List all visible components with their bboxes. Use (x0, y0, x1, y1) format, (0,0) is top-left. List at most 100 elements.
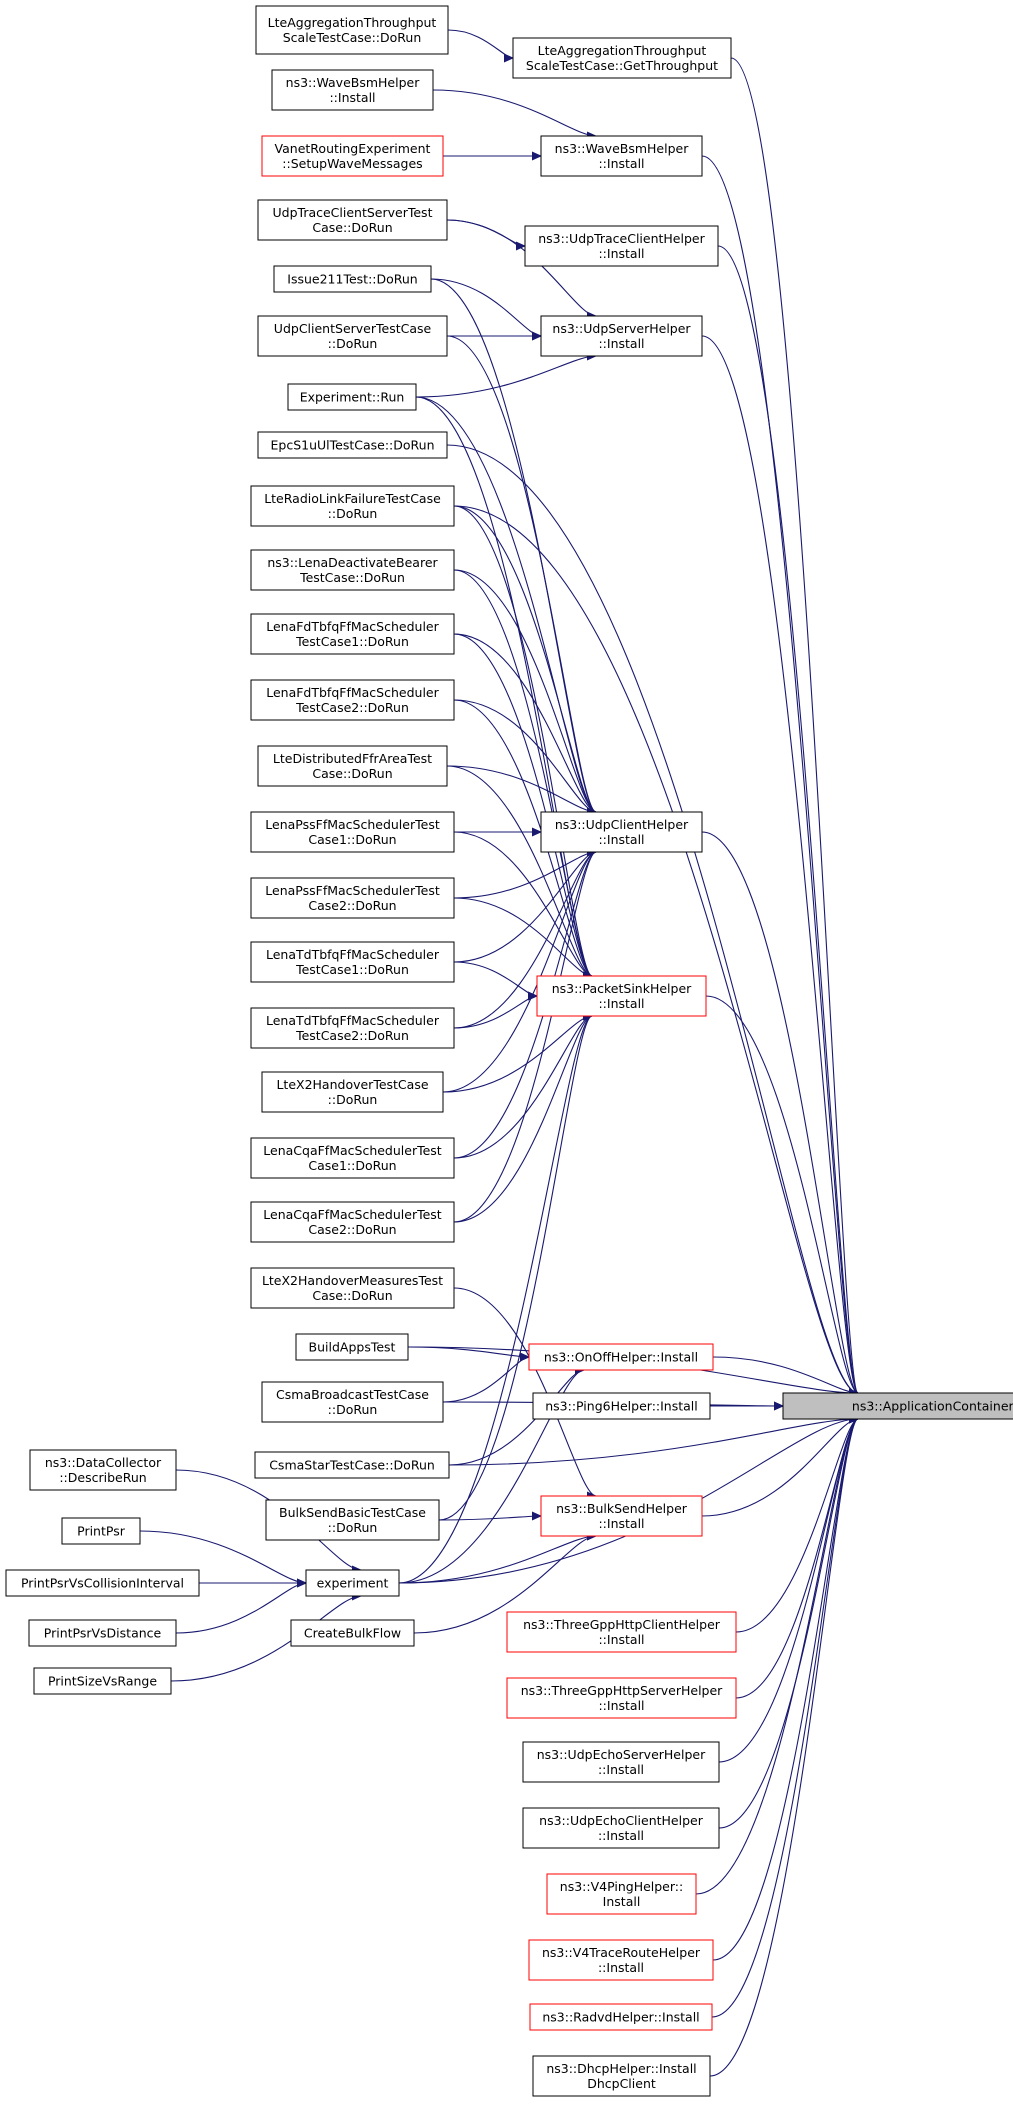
node-box (261, 1071, 444, 1113)
node-onoff[interactable]: ns3::OnOffHelper::Install (528, 1343, 714, 1371)
edge-experiment-to-onoff (398, 1365, 585, 1584)
node-http_server[interactable]: ns3::ThreeGppHttpServerHelper::Install (506, 1677, 737, 1719)
node-label-line: LenaPssFfMacSchedulerTest (265, 883, 440, 898)
node-printpsrci[interactable]: PrintPsrVsCollisionInterval (5, 1569, 200, 1597)
node-label-line: ::DoRun (328, 1520, 378, 1535)
node-box (250, 877, 455, 919)
node-printpsr[interactable]: PrintPsr (61, 1517, 141, 1545)
edge-experiment-to-bulksend (398, 1531, 597, 1584)
node-label-line: ::DoRun (328, 336, 378, 351)
node-csmastar[interactable]: CsmaStarTestCase::DoRun (254, 1451, 450, 1479)
node-datacollector[interactable]: ns3::DataCollector::DescribeRun (29, 1449, 177, 1491)
node-label-line: ::Install (598, 1632, 644, 1647)
node-label-line: LenaPssFfMacSchedulerTest (265, 817, 440, 832)
node-label-line: ::Install (598, 1698, 644, 1713)
node-printpsrdist[interactable]: PrintPsrVsDistance (28, 1619, 177, 1647)
node-v4ping[interactable]: ns3::V4PingHelper::Install (546, 1873, 697, 1915)
edge-lterlf-to-add (453, 505, 859, 1398)
node-buildapps[interactable]: BuildAppsTest (295, 1333, 409, 1361)
node-csmabc[interactable]: CsmaBroadcastTestCase::DoRun (261, 1381, 444, 1423)
node-issue211[interactable]: Issue211Test::DoRun (273, 265, 432, 293)
node-label-line: Case::DoRun (312, 1288, 392, 1303)
edge-lte_agg_gett-to-add (730, 57, 859, 1397)
node-udptrace_helper[interactable]: ns3::UdpTraceClientHelper::Install (524, 225, 719, 267)
edge-printpsr-to-experiment (139, 1530, 307, 1588)
node-label-line: ns3::UdpEchoServerHelper (537, 1747, 706, 1762)
node-label-line: ns3::DhcpHelper::Install (546, 2061, 696, 2076)
node-radvd[interactable]: ns3::RadvdHelper::Install (529, 2003, 713, 2031)
node-label-line: ::Install (329, 90, 375, 105)
node-box (250, 941, 455, 983)
node-bulksendbasic[interactable]: BulkSendBasicTestCase::DoRun (265, 1499, 440, 1541)
node-createbulk[interactable]: CreateBulkFlow (290, 1619, 415, 1647)
node-packetsink[interactable]: ns3::PacketSinkHelper::Install (536, 975, 707, 1017)
node-box (257, 745, 448, 787)
node-box (506, 1677, 737, 1719)
node-box (506, 1611, 737, 1653)
node-lterlf[interactable]: LteRadioLinkFailureTestCase::DoRun (250, 485, 455, 527)
edge-ltex2hom-to-bulksend (453, 1287, 597, 1501)
node-udpecho_cli[interactable]: ns3::UdpEchoClientHelper::Install (522, 1807, 720, 1849)
edge-bulksendbasic-to-packetsink (438, 1011, 593, 1521)
node-box (782, 1392, 1013, 1420)
node-label-line: LteAggregationThroughput (268, 15, 437, 30)
node-ltex2ho[interactable]: LteX2HandoverTestCase::DoRun (261, 1071, 444, 1113)
node-label-line: LteDistributedFfrAreaTest (273, 751, 432, 766)
node-label-line: CreateBulkFlow (304, 1626, 401, 1641)
edge-lenafd1-to-packetsink (453, 633, 593, 981)
node-vanet_setup[interactable]: VanetRoutingExperiment::SetupWaveMessage… (261, 135, 444, 177)
node-bulksend[interactable]: ns3::BulkSendHelper::Install (540, 1495, 703, 1537)
node-udpecho_srv[interactable]: ns3::UdpEchoServerHelper::Install (522, 1741, 720, 1783)
node-udpserver[interactable]: ns3::UdpServerHelper::Install (540, 315, 703, 357)
node-label-line: BulkSendBasicTestCase (279, 1505, 426, 1520)
node-lte_agg_gett[interactable]: LteAggregationThroughputScaleTestCase::G… (512, 37, 732, 79)
node-epcs1u[interactable]: EpcS1uUlTestCase::DoRun (257, 431, 448, 459)
edge-lenacqa2-to-udpclient (453, 847, 597, 1223)
edge-lenapss2-to-udpclient (453, 847, 597, 899)
node-box (528, 1939, 714, 1981)
node-label-line: ns3::V4TraceRouteHelper (542, 1945, 701, 1960)
node-wavebsm_inst_r[interactable]: ns3::WaveBsmHelper::Install (540, 135, 703, 177)
node-add[interactable]: ns3::ApplicationContainer::Add (782, 1392, 1013, 1420)
edge-udpcs_test-to-udpclient (446, 335, 597, 817)
node-v4trace[interactable]: ns3::V4TraceRouteHelper::Install (528, 1939, 714, 1981)
edge-csmastar-to-add (448, 1414, 859, 1466)
node-printsize[interactable]: PrintSizeVsRange (33, 1667, 172, 1695)
node-udpcs_test[interactable]: UdpClientServerTestCase::DoRun (257, 315, 448, 357)
edge-experiment-to-packetsink (398, 1011, 593, 1584)
node-label-line: LenaCqaFfMacSchedulerTest (263, 1207, 442, 1222)
node-label-line: ::Install (598, 996, 644, 1011)
node-wavebsm_inst_l[interactable]: ns3::WaveBsmHelper::Install (271, 69, 434, 111)
node-udpclient[interactable]: ns3::UdpClientHelper::Install (540, 811, 703, 853)
node-box (250, 1201, 455, 1243)
node-box (257, 199, 448, 241)
node-exp_run[interactable]: Experiment::Run (287, 383, 417, 411)
node-label-line: ::Install (598, 832, 644, 847)
node-experiment[interactable]: experiment (305, 1569, 400, 1597)
node-label-line: Case1::DoRun (308, 832, 396, 847)
node-lte_agg_dorun[interactable]: LteAggregationThroughputScaleTestCase::D… (255, 5, 449, 55)
node-label-line: LteRadioLinkFailureTestCase (264, 491, 441, 506)
node-label-line: ns3::OnOffHelper::Install (544, 1350, 698, 1365)
node-label-line: ns3::UdpServerHelper (552, 321, 691, 336)
node-http_client[interactable]: ns3::ThreeGppHttpClientHelper::Install (506, 1611, 737, 1653)
call-nodes: LteAggregationThroughputScaleTestCase::D… (5, 5, 1013, 2097)
node-ping6[interactable]: ns3::Ping6Helper::Install (532, 1392, 711, 1420)
edge-ltedffr-to-udpclient (446, 765, 597, 817)
node-box (295, 1333, 409, 1361)
edge-printpsrdist-to-experiment (175, 1578, 307, 1634)
node-label-line: ScaleTestCase::DoRun (283, 30, 422, 45)
